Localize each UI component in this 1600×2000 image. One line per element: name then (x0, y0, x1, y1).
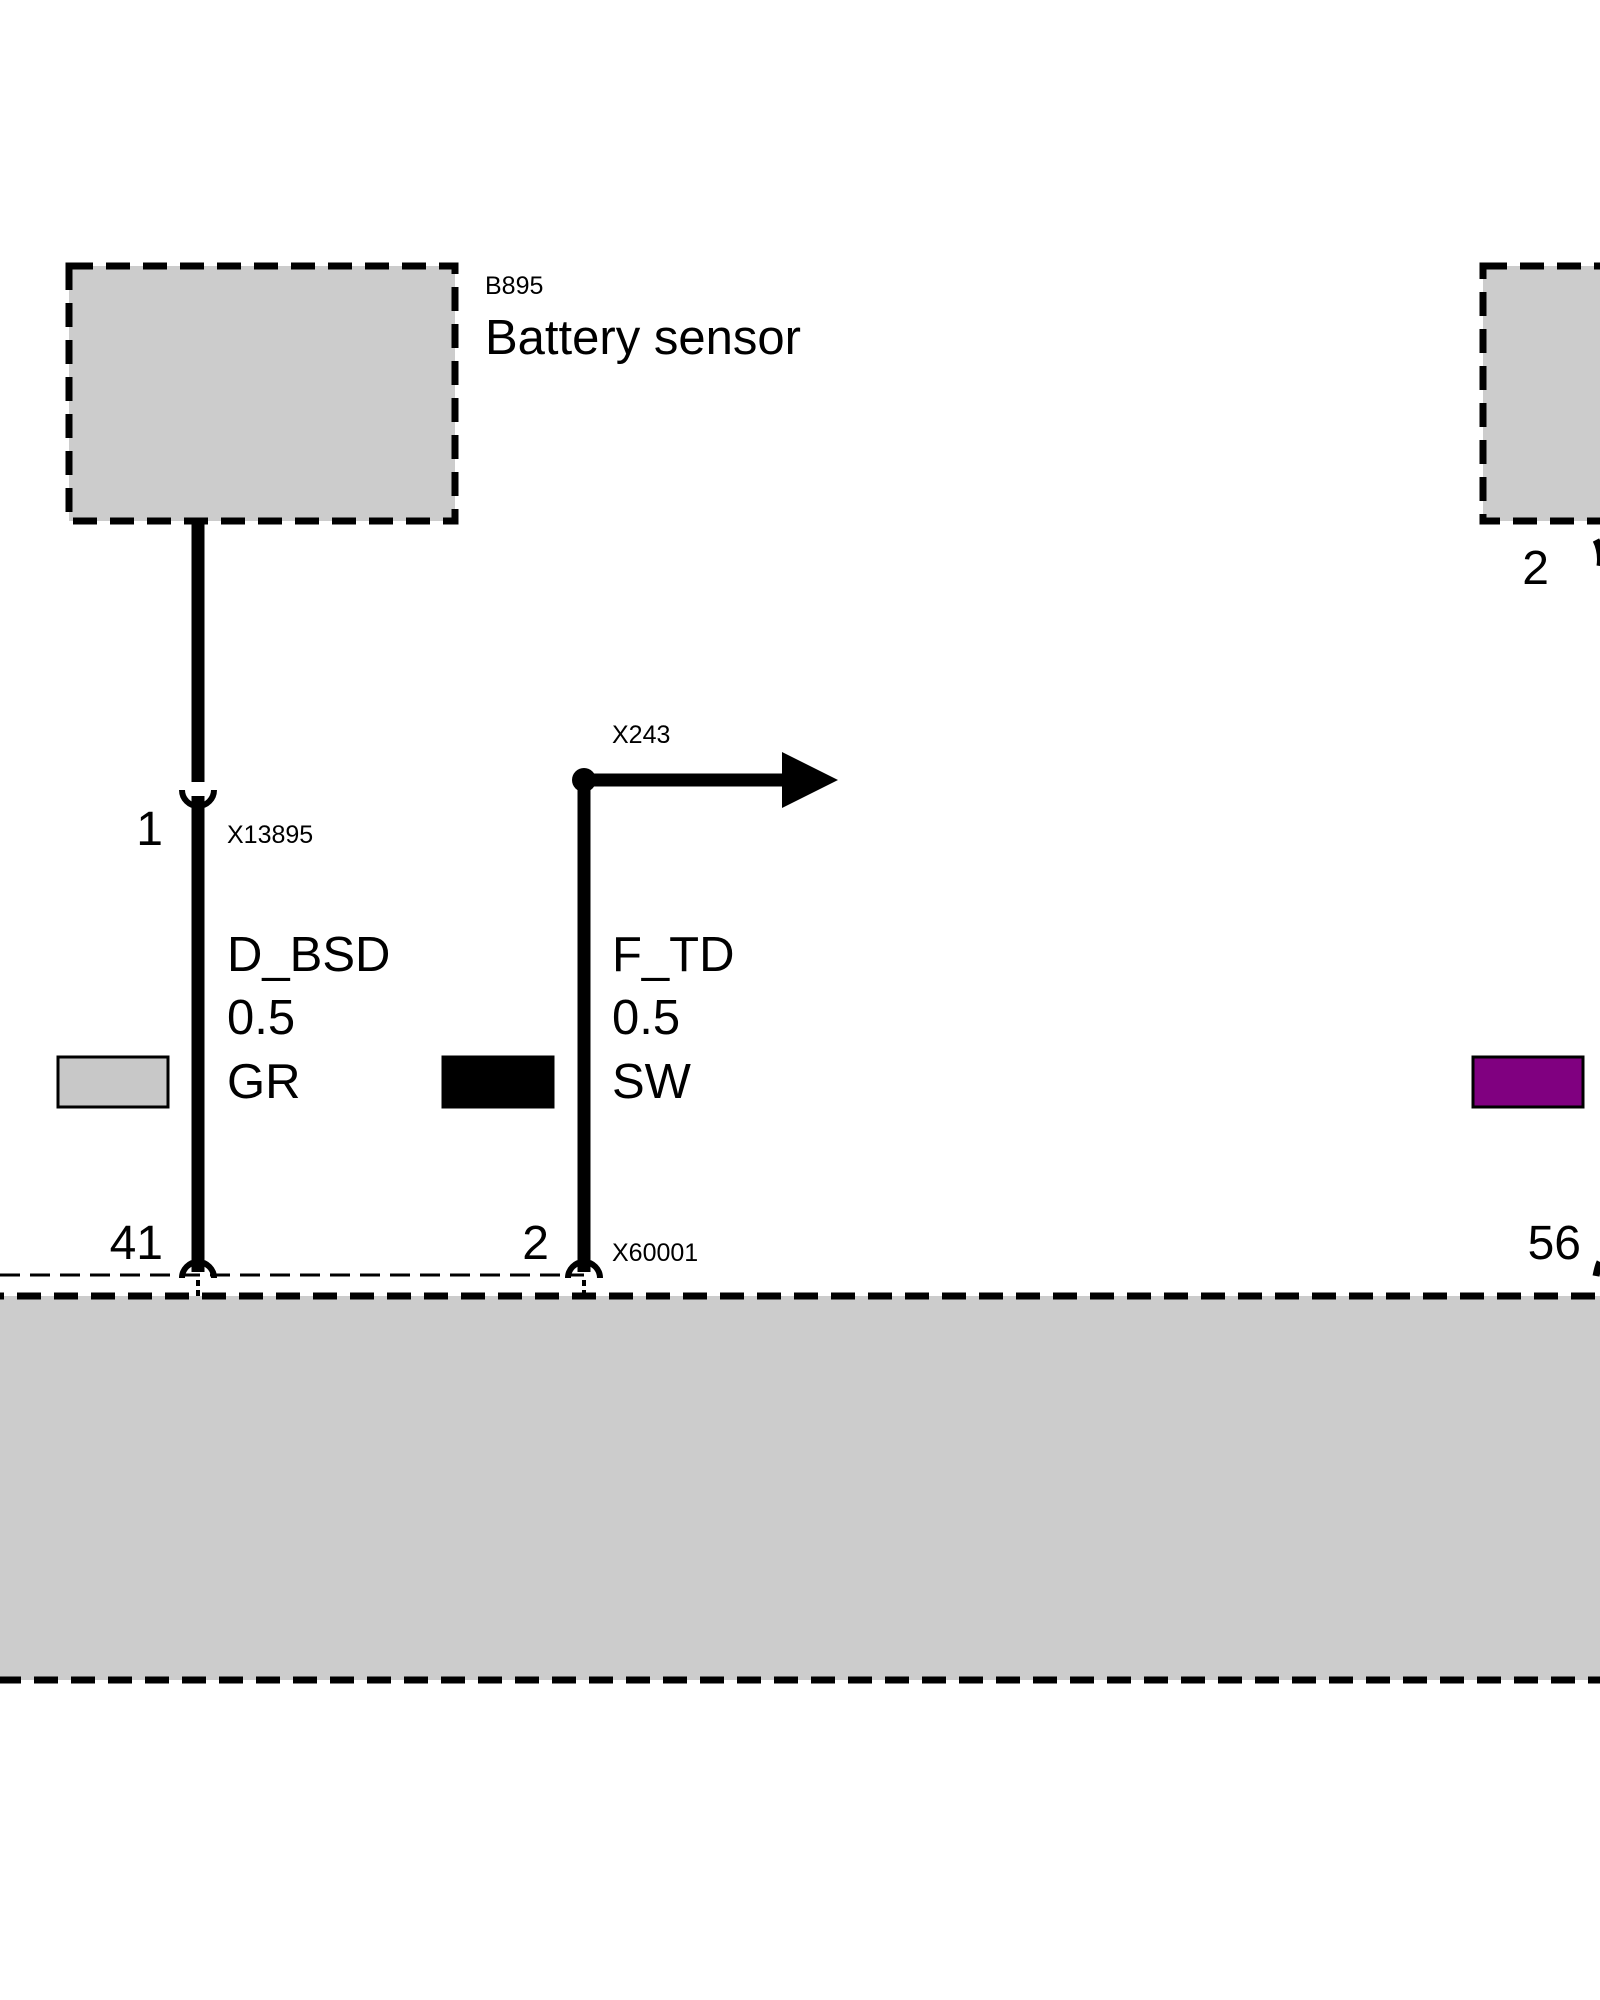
wire-d-bsd-gauge: 0.5 (227, 991, 295, 1045)
wire-f-td-color-code: SW (612, 1055, 692, 1109)
right-component-pin-mark (1592, 538, 1600, 566)
connector-x60001-id: X60001 (612, 1239, 698, 1267)
battery-sensor-box (65, 262, 459, 525)
wire-f-td-color-swatch (441, 1055, 555, 1109)
wire-third-color-swatch (1471, 1055, 1585, 1109)
connector-x60001-pin-56-mark (1592, 1260, 1600, 1277)
connector-x13895-pin: 1 (136, 803, 163, 856)
wire-f-td-signal: F_TD (612, 928, 735, 982)
right-component: 2 (1479, 262, 1600, 595)
right-component-pin-number: 2 (1522, 542, 1549, 595)
wire-d-bsd-signal: D_BSD (227, 928, 390, 982)
wire-f-td-gauge: 0.5 (612, 991, 680, 1045)
connector-x60001: 41 2 56 X60001 (0, 1217, 1600, 1279)
connector-x13895-id: X13895 (227, 821, 313, 849)
battery-sensor-id: B895 (485, 272, 543, 300)
connector-x60001-pin-2: 2 (522, 1217, 549, 1270)
wire-d-bsd-color-code: GR (227, 1055, 301, 1109)
battery-sensor-component: B895 Battery sensor (65, 262, 801, 525)
wire-d-bsd: 1 X13895 D_BSD 0.5 GR (56, 521, 390, 1272)
splice-x243-id: X243 (612, 721, 670, 749)
right-component-box (1479, 262, 1600, 525)
connector-x60001-pin-2-socket (565, 1259, 603, 1279)
splice-x243-arrow-icon (782, 752, 838, 808)
connector-x60001-pin-41: 41 (110, 1217, 163, 1270)
battery-sensor-label: Battery sensor (485, 311, 801, 365)
control-module-box (0, 1292, 1600, 1684)
connector-x60001-pin-56: 56 (1528, 1217, 1581, 1270)
wire-f-td: X243 F_TD 0.5 SW (441, 721, 838, 1272)
wire-d-bsd-color-swatch (56, 1055, 170, 1109)
connector-x60001-pin-41-socket (179, 1259, 217, 1279)
